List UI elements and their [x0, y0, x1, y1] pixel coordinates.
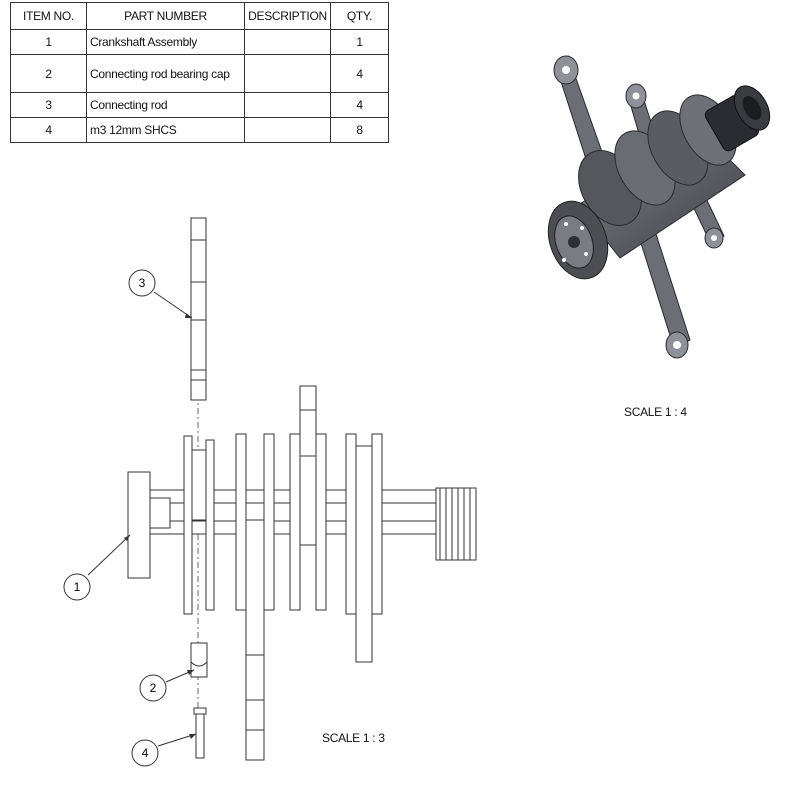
balloon-3-label: 3 — [139, 276, 146, 290]
bom-header-item-no: ITEM NO. — [10, 2, 87, 30]
bom-cell-part-number: Connecting rod — [86, 92, 245, 118]
bom-cell-description — [244, 29, 331, 55]
bom-cell-part-number: m3 12mm SHCS — [86, 117, 245, 143]
bom-row: 1 Crankshaft Assembly 1 — [10, 29, 389, 55]
balloon-3: 3 — [128, 269, 193, 319]
part-bearing-cap — [190, 642, 208, 678]
balloon-2-label: 2 — [150, 681, 157, 695]
iso-flywheel-hub — [547, 200, 609, 280]
bom-cell-qty: 8 — [330, 117, 389, 143]
part-timing-pulley — [435, 487, 477, 561]
isometric-scale-label: SCALE 1 : 4 — [624, 405, 687, 419]
exploded-scale-label: SCALE 1 : 3 — [322, 731, 385, 745]
bom-cell-item-no: 2 — [10, 54, 87, 93]
bill-of-materials-table: ITEM NO. PART NUMBER DESCRIPTION QTY. 1 … — [10, 2, 389, 143]
bom-header-part-number: PART NUMBER — [86, 2, 245, 30]
bom-cell-description — [244, 117, 331, 143]
part-connecting-rod-assembled-up — [299, 385, 317, 457]
bom-header-row: ITEM NO. PART NUMBER DESCRIPTION QTY. — [10, 2, 389, 30]
part-connecting-rod-exploded — [190, 217, 207, 401]
iso-timing-pulley — [704, 85, 771, 152]
exploded-assembly-view — [127, 217, 477, 761]
balloon-4-label: 4 — [142, 746, 149, 760]
bom-row: 3 Connecting rod 4 — [10, 92, 389, 118]
part-flywheel-hub — [127, 471, 171, 579]
iso-connecting-rod-lower — [639, 233, 691, 359]
bom-row: 4 m3 12mm SHCS 8 — [10, 117, 389, 143]
balloon-2: 2 — [139, 669, 195, 702]
bom-cell-description — [244, 54, 331, 93]
balloon-1: 1 — [63, 534, 131, 601]
bom-cell-part-number: Connecting rod bearing cap — [86, 54, 245, 93]
bom-header-qty: QTY. — [330, 2, 389, 30]
part-connecting-rod-assembled-down — [245, 519, 265, 761]
bom-row: 2 Connecting rod bearing cap 4 — [10, 54, 389, 93]
part-crank-webs — [183, 433, 383, 663]
part-shcs-screw — [193, 707, 207, 759]
bom-cell-qty: 1 — [330, 29, 389, 55]
isometric-crankshaft-view — [547, 55, 771, 359]
balloon-1-label: 1 — [74, 580, 81, 594]
balloon-4: 4 — [131, 733, 197, 767]
